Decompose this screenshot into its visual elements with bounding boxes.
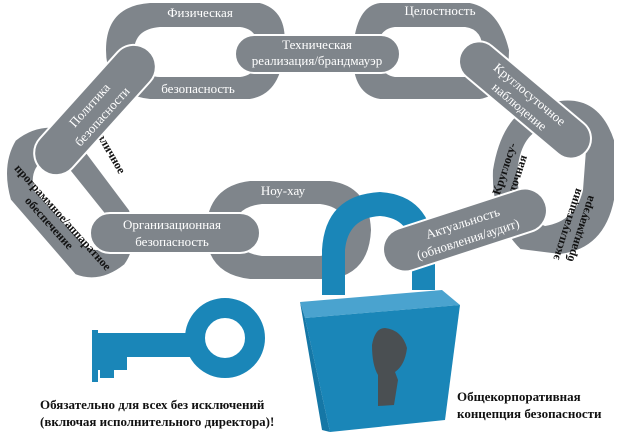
key-caption: Обязательно для всех без исключений (вкл…: [40, 396, 274, 430]
chain-link-actuality: Актуальность (обновления/аудит): [382, 187, 548, 273]
label-physical: Физическая: [167, 5, 233, 20]
key-caption-line2: (включая исполнительного директора)!: [40, 414, 275, 429]
chain-link-technical: Техническая реализация/брандмауэр: [234, 34, 401, 74]
key-icon: [92, 298, 265, 382]
keyhole-icon: [372, 328, 407, 406]
chain-link-organizational: Организационная безопасность: [89, 212, 261, 254]
lock-caption-line1: Общекорпоративная: [457, 389, 581, 404]
label-technical-2: реализация/брандмауэр: [252, 53, 382, 68]
label-physical-bottom: безопасность: [161, 81, 235, 96]
label-technical-1: Техническая: [282, 37, 352, 52]
key-caption-line1: Обязательно для всех без исключений: [40, 397, 265, 412]
padlock-shackle: [322, 192, 435, 295]
lock-caption: Общекорпоративная концепция безопасности: [457, 388, 601, 422]
label-knowhow: Ноу-хау: [261, 183, 306, 198]
label-integrity: Целостность: [404, 3, 475, 18]
label-organizational-2: безопасность: [135, 234, 209, 249]
padlock-body-top: [300, 290, 460, 318]
lock-caption-line2: концепция безопасности: [457, 406, 602, 421]
label-organizational-1: Организационная: [123, 217, 221, 232]
chain-link-monitoring: Круглосуточное наблюдение: [458, 40, 592, 160]
